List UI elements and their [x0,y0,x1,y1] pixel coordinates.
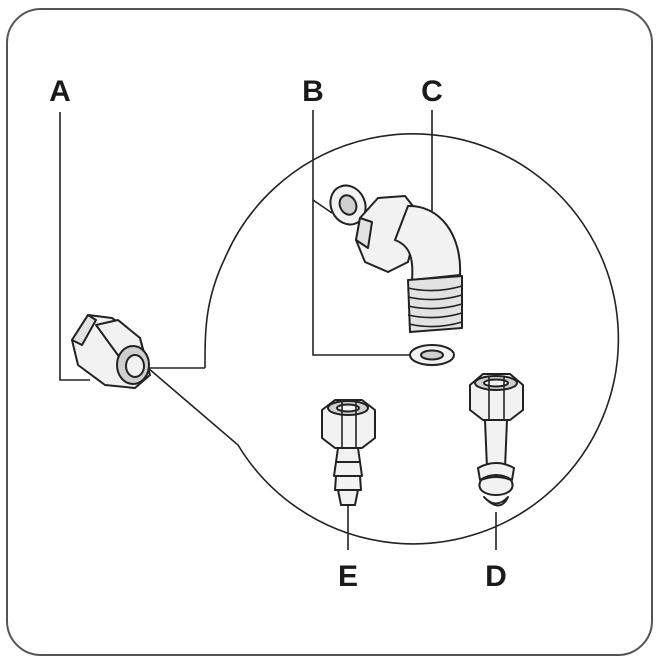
leader-line-a [59,112,90,381]
magnify-callout [147,133,620,545]
leader-line-b [312,110,410,356]
leader-line-b-upper [312,199,333,214]
part-d-nozzle-fitting [469,373,524,507]
part-e-hose-barb [321,399,376,506]
part-b-washer-lower [409,344,455,366]
label-c: C [421,75,443,108]
label-b: B [302,75,324,108]
label-e: E [338,560,358,593]
part-c-elbow-fitting [355,195,463,333]
part-b-washer-upper [329,184,367,226]
label-d: D [485,560,507,593]
part-a-hex-fitting [71,314,151,389]
label-a: A [49,75,71,108]
